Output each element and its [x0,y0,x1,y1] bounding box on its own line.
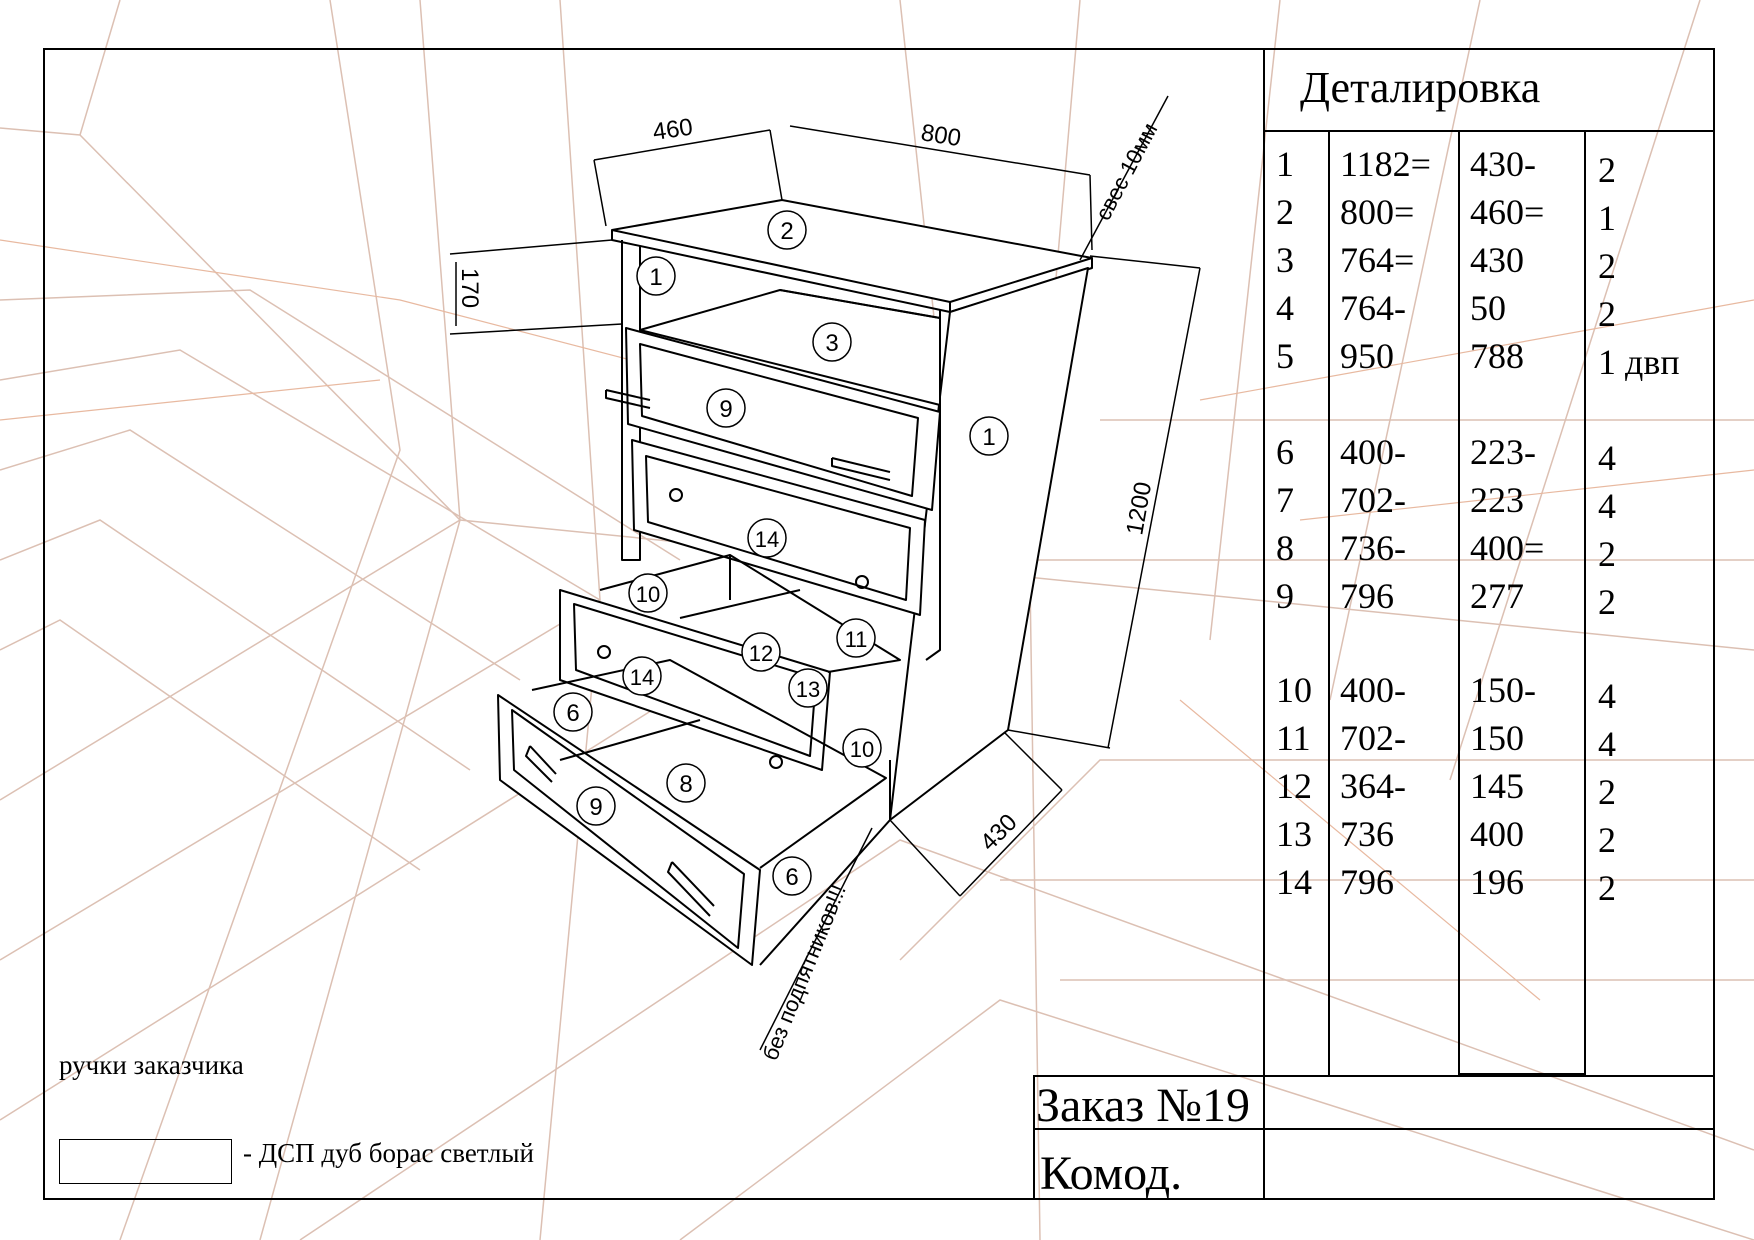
width-cell: 460= [1470,192,1545,232]
part-label: 13 [796,677,820,702]
width-cell: 150 [1470,718,1524,758]
part-label: 9 [719,396,732,423]
length-cell: 764= [1340,240,1415,280]
drawing-frame [43,48,1715,1200]
table-row: 3 [1276,240,1294,280]
order-item: Комод. [1040,1147,1183,1200]
order-number: Заказ №19 [1036,1079,1251,1132]
table-row: 6 [1276,432,1294,472]
header-underline [1263,130,1715,132]
length-cell: 950 [1340,336,1394,376]
chest-drawing: 460 800 свес 10мм 170 1200 430 без подпя… [449,95,1201,1064]
column-bottom [1458,1073,1586,1075]
width-cell: 196 [1470,862,1524,902]
quantity-cell: 2 [1598,150,1616,190]
drawer-3 [559,589,831,771]
table-row: 5 [1276,336,1294,376]
length-cell: 736- [1340,528,1406,568]
length-cell: 364- [1340,766,1406,806]
table-row: 7 [1276,480,1294,520]
part-label: 3 [825,330,838,357]
quantity-cell: 4 [1598,724,1616,764]
quantity-cell: 4 [1598,438,1616,478]
dim-top-height: 170 [456,268,483,308]
width-cell: 223- [1470,432,1536,472]
quantity-cell: 2 [1598,820,1616,860]
length-cell: 800= [1340,192,1415,232]
quantity-cell: 4 [1598,486,1616,526]
length-cell: 702- [1340,718,1406,758]
length-cell: 400- [1340,670,1406,710]
part-label: 6 [785,864,798,891]
dim-overhang: свес 10мм [1090,119,1162,225]
part-label: 11 [845,627,868,652]
width-cell: 145 [1470,766,1524,806]
dim-depth-top: 460 [651,114,694,146]
part-label: 1 [982,424,995,451]
length-cell: 796 [1340,862,1394,902]
quantity-cell: 2 [1598,772,1616,812]
length-cell: 1182= [1340,144,1431,184]
width-cell: 150- [1470,670,1536,710]
quantity-cell: 2 [1598,582,1616,622]
no-feet-note: без подпятников!!! [757,881,850,1064]
part-label: 9 [589,794,602,821]
table-row: 4 [1276,288,1294,328]
table-row: 13 [1276,814,1312,854]
width-cell: 788 [1470,336,1524,376]
part-label: 10 [850,737,874,762]
length-cell: 702- [1340,480,1406,520]
length-cell: 764- [1340,288,1406,328]
quantity-cell: 4 [1598,676,1616,716]
dim-height: 1200 [1121,480,1157,537]
width-cell: 430 [1470,240,1524,280]
quantity-cell: 2 [1598,246,1616,286]
column-divider-2 [1458,130,1460,1075]
material-legend-swatch [59,1139,232,1184]
part-label: 12 [749,641,773,666]
column-divider-3 [1584,130,1586,1075]
table-row: 2 [1276,192,1294,232]
quantity-cell: 2 [1598,868,1616,908]
table-row: 11 [1276,718,1311,758]
drawer-4 [497,694,761,966]
quantity-cell: 1 двп [1598,342,1680,382]
part-label: 10 [636,582,660,607]
width-cell: 400 [1470,814,1524,854]
order-middle-border [1033,1128,1715,1130]
detailing-title: Деталировка [1300,63,1541,112]
width-cell: 430- [1470,144,1536,184]
quantity-cell: 2 [1598,534,1616,574]
quantity-cell: 1 [1598,198,1616,238]
table-row: 12 [1276,766,1312,806]
width-cell: 223 [1470,480,1524,520]
width-cell: 50 [1470,288,1506,328]
length-cell: 400- [1340,432,1406,472]
table-row: 9 [1276,576,1294,616]
table-row: 10 [1276,670,1312,710]
table-row: 8 [1276,528,1294,568]
order-top-border [1033,1075,1715,1077]
order-left-border [1033,1075,1035,1200]
part-label: 1 [649,264,662,291]
length-cell: 736 [1340,814,1394,854]
width-cell: 400= [1470,528,1545,568]
table-row: 14 [1276,862,1312,902]
dim-depth-bottom: 430 [975,809,1022,856]
quantity-cell: 2 [1598,294,1616,334]
part-label: 6 [566,700,579,727]
part-label: 14 [755,527,779,552]
material-legend-text: - ДСП дуб борас светлый [243,1138,534,1168]
column-divider-1 [1328,130,1330,1075]
width-cell: 277 [1470,576,1524,616]
part-label: 8 [679,771,692,798]
part-label: 2 [780,218,793,245]
table-row: 1 [1276,144,1294,184]
top-panel [611,199,1093,303]
handles-note: ручки заказчика [59,1050,244,1080]
length-cell: 796 [1340,576,1394,616]
title-divider [1263,48,1265,1200]
dim-width-top: 800 [919,119,963,152]
part-label: 14 [630,665,654,690]
